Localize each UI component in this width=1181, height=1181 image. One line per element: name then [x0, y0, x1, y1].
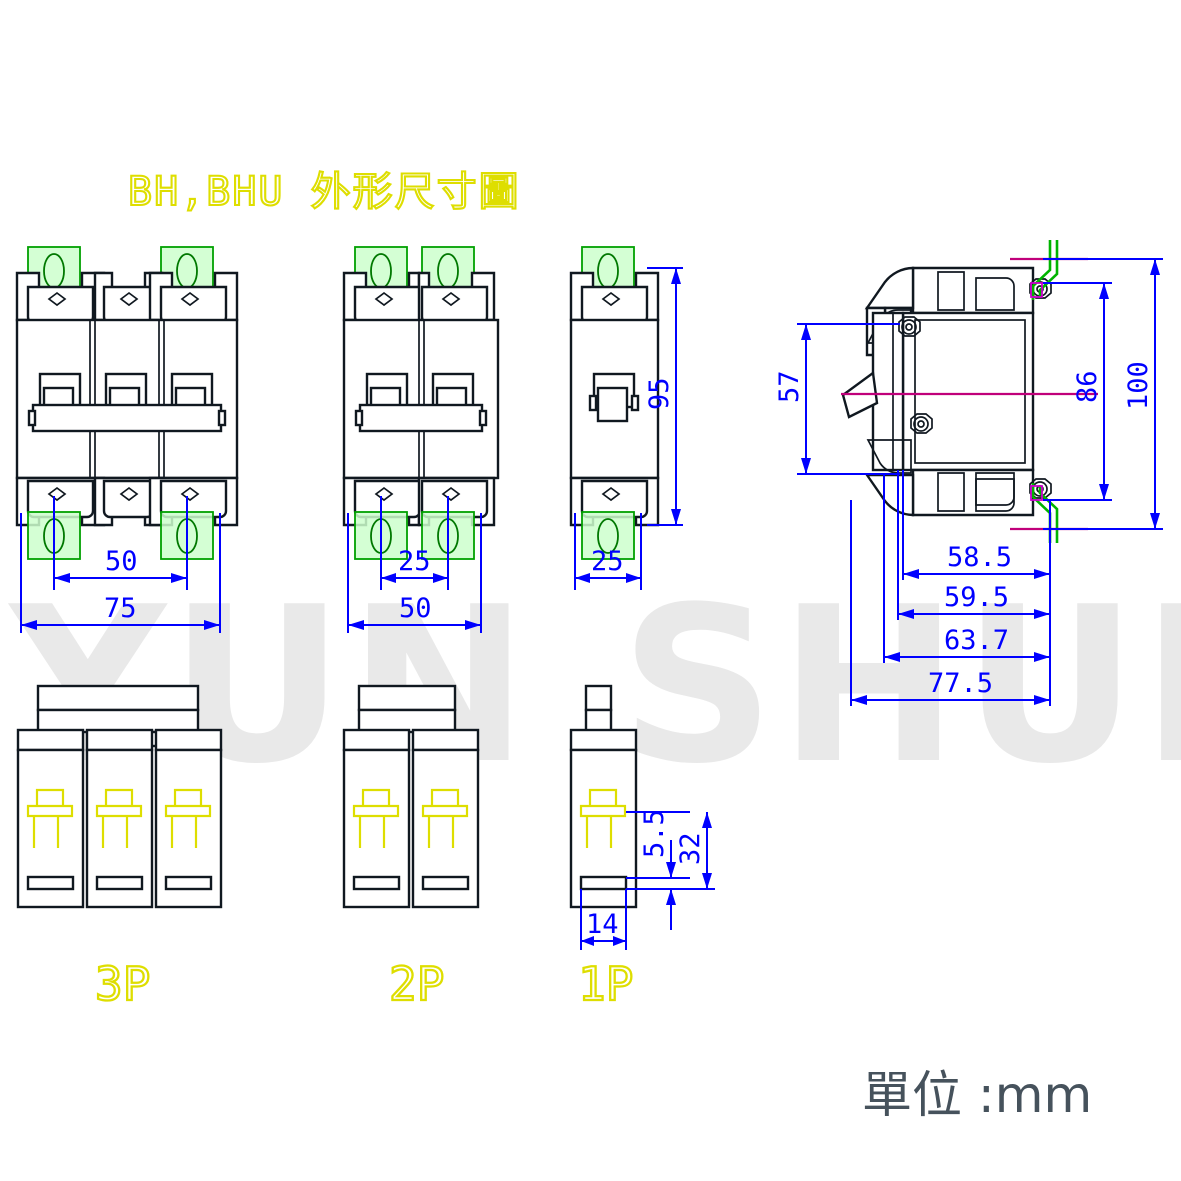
view-label-3p: 3P [95, 957, 150, 1011]
side-view: 57 86 100 58.5 [774, 240, 1163, 706]
dimension-25-1p: 25 [574, 513, 642, 590]
dimension-95-1p: 95 [644, 267, 683, 526]
bottom-tiebar-2p-mid [357, 708, 457, 734]
terminal-symbol-1p [579, 788, 627, 848]
dimension-50-3p: 50 [53, 496, 188, 590]
dimension-77-5: 77.5 [850, 500, 1051, 706]
dimension-label-25-2p: 25 [398, 546, 431, 577]
bottom-view-1p: 14 5.5 32 1P [569, 684, 715, 1012]
bottom-cap-1 [16, 728, 85, 752]
bottom-slot-1 [26, 875, 75, 891]
dimension-label-5-5: 5.5 [639, 809, 670, 858]
dimension-50-2p: 50 [347, 513, 482, 633]
bottom-slot-2p-2 [421, 875, 470, 891]
top-terminal-block-2p [342, 271, 496, 325]
dimension-label-59-5: 59.5 [944, 582, 1009, 613]
dimension-label-25-1p: 25 [591, 546, 624, 577]
watermark-text-shun: SHUN [620, 560, 1181, 811]
side-inner-outline [914, 319, 1026, 464]
bottom-tiebar-1p-mid [584, 708, 613, 734]
dimension-63-7: 63.7 [883, 475, 1051, 663]
dimension-14: 14 [580, 889, 627, 950]
front-view-2p: 25 50 [342, 246, 500, 633]
dimension-86: 86 [1043, 282, 1112, 501]
bottom-cap-2p-2 [411, 728, 480, 752]
dimension-label-77-5: 77.5 [928, 668, 993, 699]
bottom-cap-2 [85, 728, 154, 752]
toggle-tie-bar [31, 403, 223, 433]
bottom-slot-2p-1 [352, 875, 401, 891]
shell-top [911, 266, 1035, 315]
bottom-tiebar-2p-top [357, 684, 457, 712]
dimension-label-58-5: 58.5 [947, 542, 1012, 573]
front-view-1p: 25 95 [569, 246, 683, 590]
dimension-label-63-7: 63.7 [944, 625, 1009, 656]
dimension-label-14: 14 [586, 909, 619, 940]
dimension-5-5: 5.5 [626, 809, 690, 879]
unit-note: 單位 :mm [862, 1066, 1092, 1124]
dimension-label-75: 75 [104, 593, 137, 624]
dimension-label-32: 32 [675, 832, 706, 865]
terminal-symbol-2p-1 [352, 788, 400, 848]
side-flange [871, 311, 905, 472]
bottom-cap-3 [154, 728, 223, 752]
bracket-slot-top [1030, 282, 1043, 298]
side-body [901, 311, 1035, 472]
dimension-label-95: 95 [644, 377, 675, 410]
dimension-25-2p: 25 [380, 496, 449, 590]
bottom-cap-1p [569, 728, 638, 752]
bottom-view-3p: 3P [16, 684, 223, 1012]
terminal-symbol-2p-2 [421, 788, 469, 848]
bracket-slot-bottom [1030, 485, 1043, 501]
terminal-symbol-3 [164, 788, 212, 848]
view-label-1p: 1P [578, 957, 633, 1011]
shell-bottom [911, 468, 1035, 517]
front-view-3p: 50 75 [15, 246, 239, 633]
dimension-75-3p: 75 [20, 513, 221, 633]
bottom-slot-3 [164, 875, 213, 891]
toggle-tie-bar-2p [358, 403, 484, 433]
bottom-slot-2 [95, 875, 144, 891]
terminal-symbol-2 [95, 788, 143, 848]
bottom-view-2p: 2P [342, 684, 480, 1012]
bottom-slot-1p [579, 875, 628, 891]
drawing-title: BH,BHU 外形尺寸圖 [128, 169, 521, 215]
dimension-label-57: 57 [774, 370, 805, 403]
dimension-100: 100 [1043, 258, 1163, 530]
dimension-label-50-2p: 50 [399, 593, 432, 624]
toggle-assembly-2p [354, 372, 488, 433]
bottom-tiebar-3p-top [36, 684, 200, 712]
dimension-label-86: 86 [1072, 370, 1103, 403]
dimension-58-5: 58.5 [902, 470, 1051, 580]
dimension-59-5: 59.5 [897, 470, 1051, 620]
bottom-tiebar-1p-top [584, 684, 613, 712]
dimension-32: 32 [626, 812, 715, 930]
terminal-symbol-1 [26, 788, 74, 848]
dimension-label-50: 50 [105, 546, 138, 577]
terminal-hole-bot-1p [597, 518, 619, 554]
bottom-tiebar-3p-mid [36, 708, 200, 734]
dimension-label-100: 100 [1123, 361, 1154, 410]
view-label-2p: 2P [389, 957, 444, 1011]
dimension-57: 57 [774, 323, 900, 475]
bottom-cap-2p-1 [342, 728, 411, 752]
toggle-assembly-3p [27, 372, 227, 433]
